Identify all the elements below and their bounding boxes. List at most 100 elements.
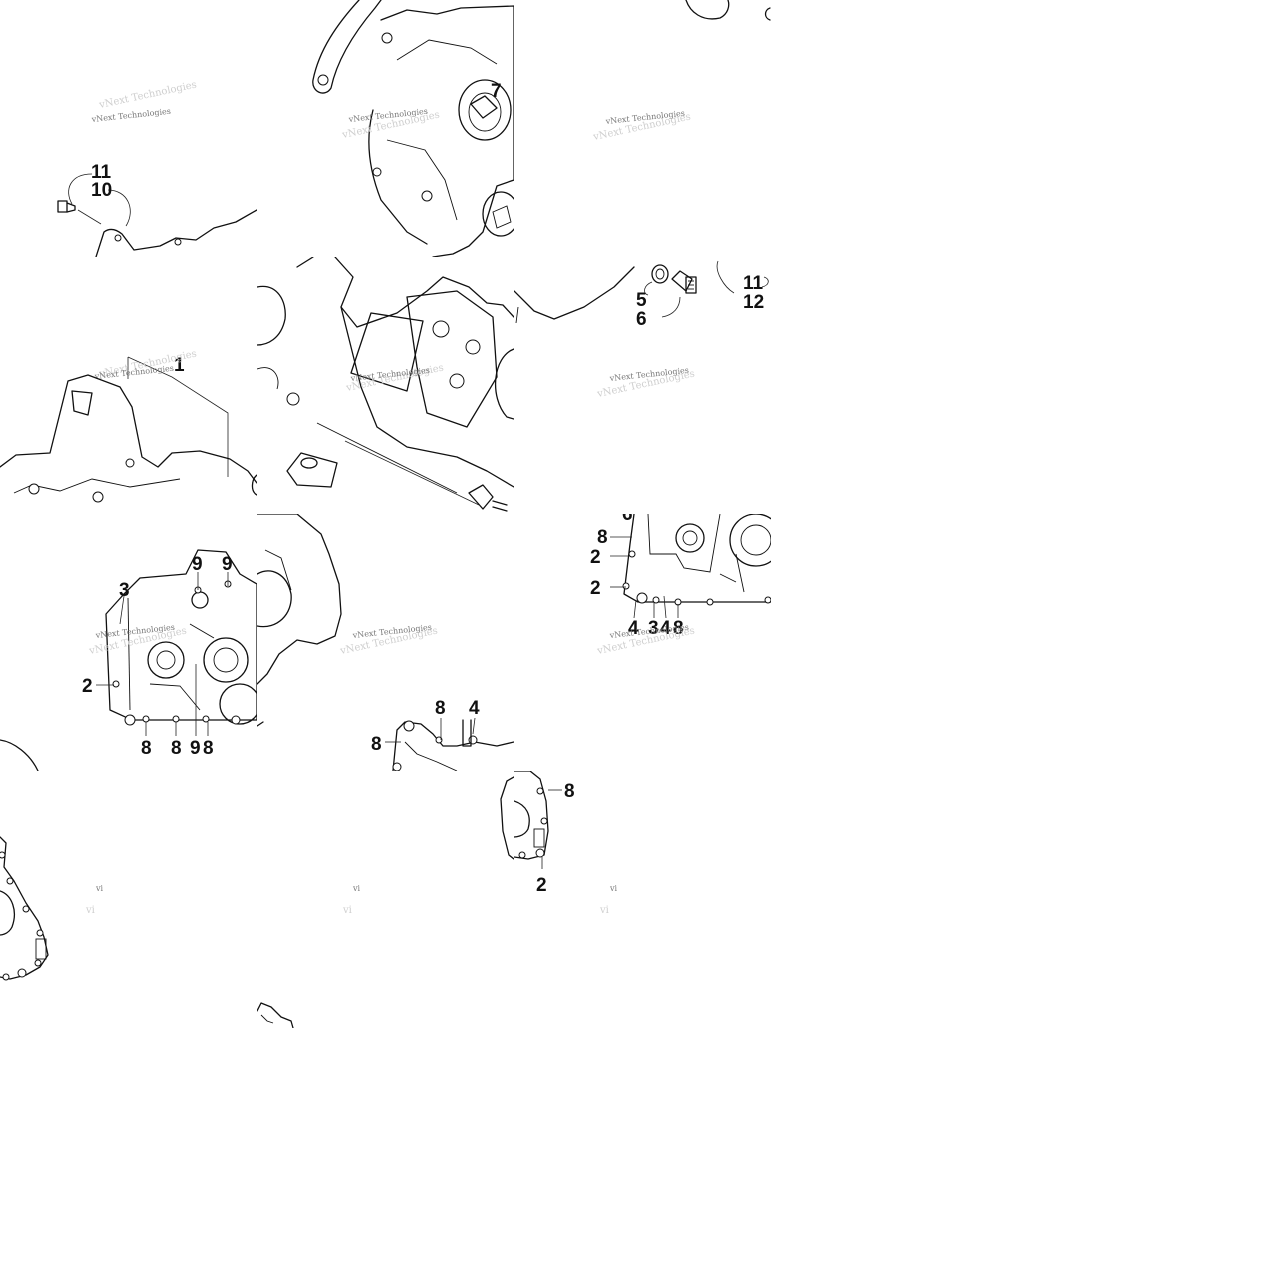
- bolt-hole: [468, 735, 478, 745]
- callout-2: 2: [590, 578, 601, 599]
- callout-5: 5: [636, 290, 647, 311]
- bolt-hole: [449, 373, 465, 389]
- bolt-hole: [92, 491, 104, 503]
- part-fragment: [260, 1014, 274, 1024]
- leader-line: [661, 296, 681, 318]
- housing-outline: [380, 5, 514, 257]
- bolt-hole: [0, 851, 6, 859]
- tile-drawing: 8 4 8 vNext Technologies vNext Technolog…: [257, 514, 514, 771]
- cover-boss-inner: [156, 650, 176, 670]
- bolt-hole: [403, 720, 415, 732]
- bolt-hole: [518, 851, 526, 859]
- cover-boss-inner: [213, 647, 239, 673]
- bolt-hole: [286, 392, 300, 406]
- washer-part-5: [651, 264, 669, 284]
- callout-7: 7: [491, 81, 502, 102]
- cover-boss: [203, 637, 249, 683]
- tile-drawing: vi vi: [257, 776, 514, 1028]
- bolt-hole: [28, 483, 40, 495]
- leader-line: [472, 717, 476, 735]
- callout-11: 11: [91, 162, 112, 183]
- bolt-hole: [125, 458, 135, 468]
- part-fragment: [764, 7, 771, 21]
- shaft-part-7: [458, 79, 514, 237]
- case-edge: [514, 771, 549, 860]
- callout-8: 8: [564, 781, 575, 802]
- diagram-tile-r2-c3: 5 6 11 12 vNext Technologies vNext Techn…: [514, 257, 771, 514]
- callout-8: 8: [435, 698, 446, 719]
- part-fragment: [257, 1002, 294, 1028]
- tile-drawing: vi vi: [0, 836, 104, 981]
- callout-10: 10: [91, 180, 112, 201]
- leader-line: [633, 599, 637, 619]
- cover-edge: [127, 597, 131, 711]
- bolt-hole: [34, 959, 42, 967]
- cover-boss: [729, 514, 771, 567]
- housing-edge: [368, 109, 428, 245]
- case-edge: [500, 776, 514, 860]
- bolt-hole: [535, 848, 545, 858]
- callout-4: 4: [469, 698, 480, 719]
- cover-tab: [35, 938, 47, 960]
- part-fragment: [685, 0, 730, 20]
- leader-line: [119, 595, 125, 625]
- watermark-ghost-cut: vi: [342, 905, 352, 916]
- diagram-tile-r4-c1: vi vi: [0, 771, 257, 1028]
- watermark-ghost: vNext Technologies: [97, 80, 197, 112]
- callout-8: 8: [673, 618, 684, 639]
- bolt-hole: [36, 929, 44, 937]
- bracket-part: [468, 484, 494, 510]
- callout-2: 2: [590, 547, 601, 568]
- callout-2: 2: [536, 875, 547, 896]
- case-flange: [257, 285, 286, 346]
- callout-8: 8: [141, 738, 152, 759]
- case-opening: [0, 890, 15, 936]
- diagram-tile-r3-c1: 9 9 3 2 8 8 9 8 vNext Technologies vNext…: [0, 514, 257, 771]
- cover-rib: [647, 514, 721, 573]
- leader-line: [68, 173, 93, 205]
- callout-9: 9: [192, 554, 203, 575]
- bolt-hole: [381, 32, 393, 44]
- cover-boss: [147, 641, 185, 679]
- case-opening: [514, 800, 530, 838]
- bolt-hole: [231, 715, 241, 725]
- bolt-hole: [628, 550, 636, 558]
- leader-bracket-1: [127, 356, 229, 477]
- leader-line: [716, 260, 769, 294]
- tile-drawing: 5 6 11 12 vNext Technologies vNext Techn…: [514, 260, 769, 400]
- tile-drawing: vNext Technologies vNext Technologies: [257, 257, 514, 512]
- watermark-cut: vi: [352, 884, 361, 893]
- diagram-tile-r1-c2: vNext Technologies vNext Technologies 7: [257, 0, 514, 257]
- curved-arm: [312, 0, 382, 94]
- case-edge: [515, 306, 519, 324]
- leader-line: [107, 189, 131, 227]
- diagram-tile-r2-c1: 1 vNext Technologies vNext Technologies: [0, 257, 257, 514]
- part-fragment: [257, 721, 264, 727]
- housing-rib: [386, 139, 458, 221]
- tile-drawing: 6 8 2 2 4 3 4 8 vNext Technologies vNext…: [590, 514, 771, 657]
- case-cover: [406, 290, 498, 428]
- tile-drawing: 8 2 vi vi: [514, 771, 618, 916]
- diagram-tile-r2-c2: vNext Technologies vNext Technologies: [257, 257, 514, 514]
- tile-drawing: vNext Technologies vNext Technologies 7: [312, 0, 514, 257]
- crankcase-half-outline: [0, 374, 257, 484]
- part-fragment: [0, 739, 39, 771]
- tile-drawing: vNext Technologies vNext Technologies: [591, 0, 771, 143]
- cover-boss: [191, 591, 209, 609]
- bolt-hole: [432, 320, 450, 338]
- case-cover-left: [105, 549, 257, 721]
- bolt-hole: [112, 680, 120, 688]
- diagram-tile-r1-c1: vNext Technologies vNext Technologies 11…: [0, 0, 257, 257]
- bolt-hole: [706, 598, 714, 606]
- bolt-hole: [636, 592, 648, 604]
- crankcase-rib: [13, 478, 181, 494]
- tile-drawing: 9 9 3 2 8 8 9 8 vNext Technologies vNext…: [0, 549, 257, 771]
- callout-4: 4: [660, 618, 671, 639]
- case-edge: [257, 367, 279, 390]
- watermark-cut: vi: [95, 884, 104, 893]
- case-window: [350, 312, 424, 392]
- callout-9: 9: [222, 554, 233, 575]
- bolt-hole: [652, 596, 660, 604]
- bolt-hole: [435, 736, 443, 744]
